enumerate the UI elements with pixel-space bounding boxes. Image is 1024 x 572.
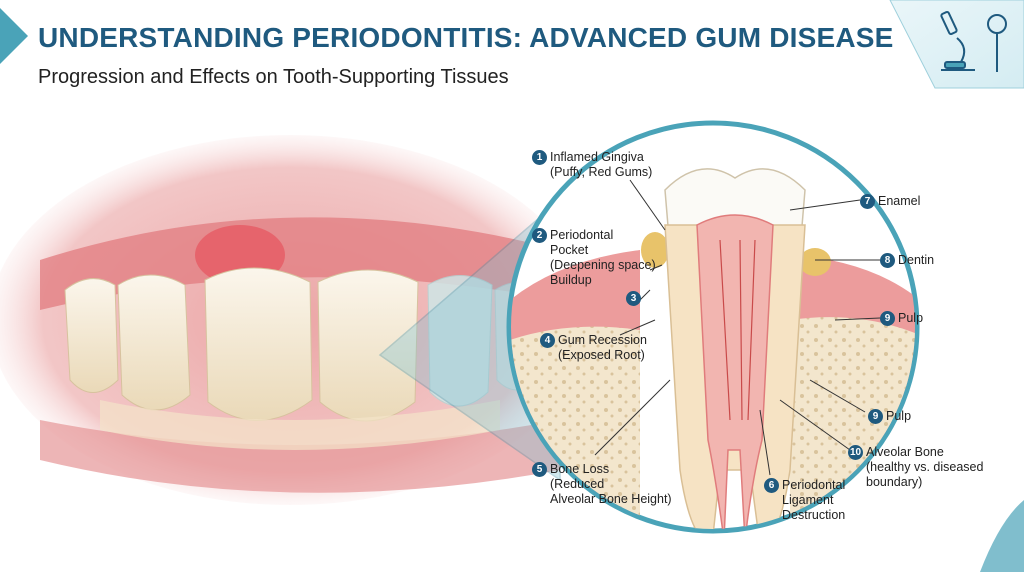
tooth-central-right (317, 269, 419, 422)
badge-1: 1 (532, 150, 547, 166)
badge-3: 3 (626, 291, 641, 307)
microscope-icon (940, 10, 975, 71)
corner-accent-bottom (980, 500, 1024, 572)
upper-gum (40, 217, 560, 310)
tartar-left (641, 232, 669, 268)
corner-accent-left (0, 8, 28, 64)
badge-5: 5 (532, 462, 547, 478)
page-title: UNDERSTANDING PERIODONTITIS: ADVANCED GU… (38, 22, 894, 53)
page-subtitle: Progression and Effects on Tooth-Support… (38, 66, 509, 88)
alveolar-bone-right (790, 317, 915, 529)
magnifier-icon (987, 14, 1007, 72)
tooth-lateral-left (64, 278, 119, 393)
tooth-central-left (204, 267, 313, 421)
badge-4: 4 (540, 333, 555, 349)
badge-7: 7 (860, 194, 875, 210)
badge-2: 2 (532, 228, 547, 244)
badge-9: 9 (880, 311, 895, 327)
badge-9b: 9 (868, 409, 883, 425)
leader-lines (594, 179, 881, 476)
pulp-chamber (696, 214, 774, 529)
badge-6: 6 (764, 478, 779, 494)
badge-10: 10 (848, 445, 863, 461)
badge-8: 8 (880, 253, 895, 269)
tartar-right (799, 248, 831, 276)
pulp-vessels (719, 239, 756, 421)
tooth-lateral-right (427, 275, 493, 407)
label-marker-3: 3 (626, 291, 644, 307)
tooth-canine-left (117, 274, 191, 411)
lower-gum (40, 420, 560, 493)
lower-teeth (100, 400, 500, 450)
corner-panel (889, 0, 1024, 89)
